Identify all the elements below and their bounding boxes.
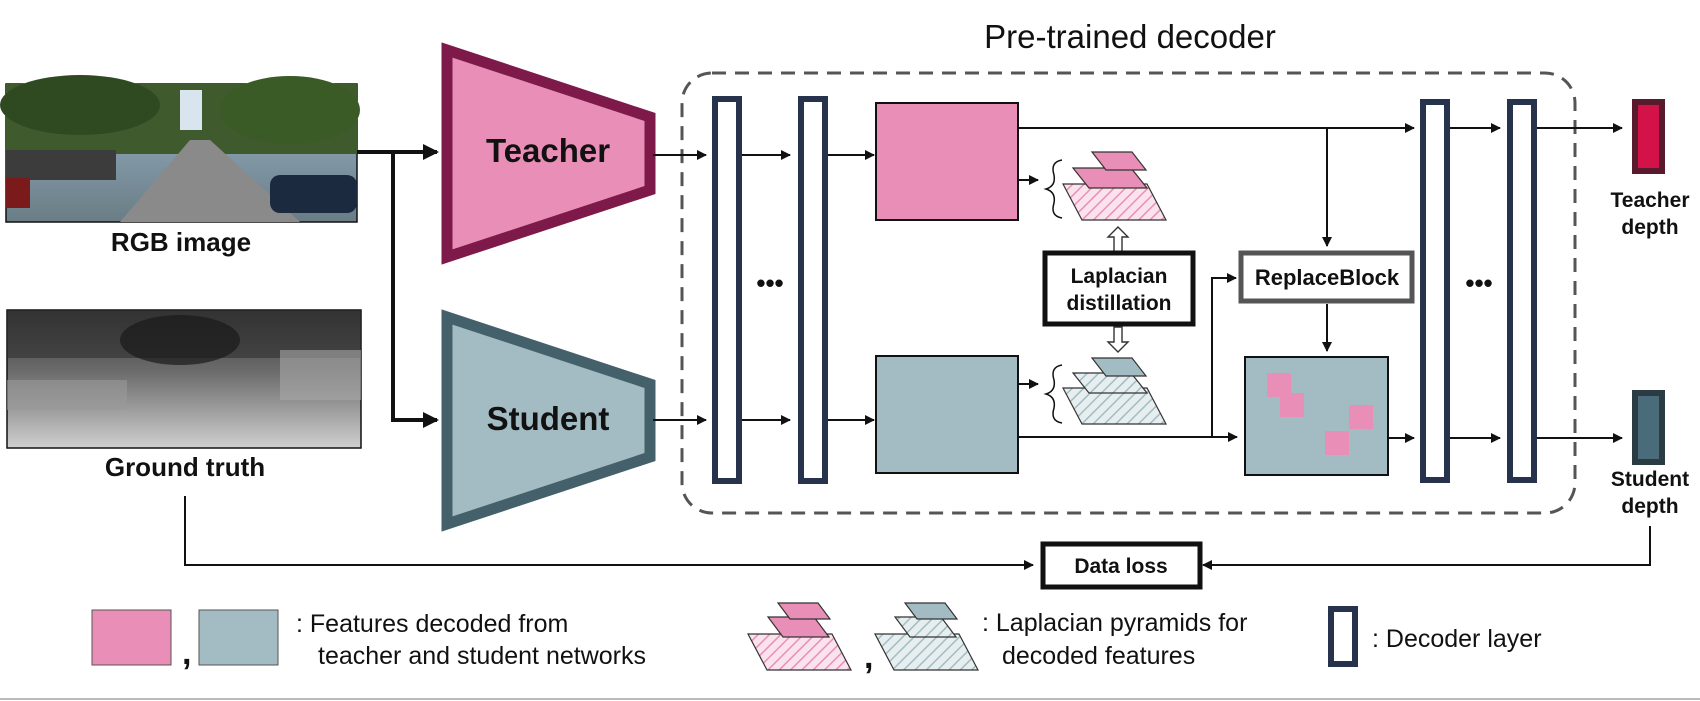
rgb-image — [0, 75, 360, 223]
teacher-laplacian-pyramid — [1062, 151, 1167, 221]
legend-teacher-feature-swatch — [91, 609, 172, 666]
teacher-decoded-feature — [875, 102, 1019, 221]
legend-pyramids-text-1: : Laplacian pyramids for — [982, 609, 1247, 637]
teacher-encoder — [441, 42, 656, 265]
diagram-title: Pre-trained decoder — [984, 18, 1276, 55]
legend-student-pyramid — [874, 602, 979, 671]
replace-block — [1238, 250, 1415, 304]
decoder-layer-1 — [712, 96, 742, 484]
student-encoder-label: Student — [487, 400, 610, 437]
teacher-depth-label-1: Teacher — [1611, 189, 1690, 212]
ellipsis-left: ••• — [756, 268, 783, 298]
legend-comma-1: , — [182, 634, 191, 672]
legend-comma-2: , — [864, 638, 873, 676]
decoder-layer-4 — [1507, 99, 1537, 483]
legend-teacher-pyramid — [747, 602, 852, 671]
student-depth-label-2: depth — [1621, 495, 1678, 518]
student-depth-label-1: Student — [1611, 468, 1689, 491]
legend-decoder-layer-swatch — [1328, 606, 1358, 667]
student-pyramid-brace — [1043, 364, 1063, 424]
legend-decoder-layer-text: : Decoder layer — [1372, 625, 1542, 653]
ground-truth-label: Ground truth — [105, 452, 265, 482]
legend-features-text-2: teacher and student networks — [318, 642, 646, 670]
teacher-encoder-label: Teacher — [486, 132, 610, 169]
laplacian-distillation-label-1: Laplacian — [1071, 265, 1168, 288]
decoder-layer-arrows-left — [742, 150, 875, 425]
mixed-feature-map — [1244, 356, 1389, 476]
teacher-pyramid-brace — [1043, 159, 1063, 219]
ground-truth-image — [6, 309, 362, 449]
student-encoder — [441, 309, 656, 532]
data-loss-block — [1040, 541, 1203, 590]
decoder-layer-2 — [798, 96, 828, 484]
encoder-to-decoder-arrows — [653, 150, 707, 425]
legend-features-text-1: : Features decoded from — [296, 610, 568, 638]
data-loss-arrows — [184, 496, 1651, 570]
decoder-region — [680, 71, 1577, 515]
ellipsis-right: ••• — [1465, 268, 1492, 298]
input-arrows — [357, 144, 439, 428]
decoder-layer-arrows-right — [1450, 123, 1623, 443]
teacher-feature-path — [1018, 123, 1415, 247]
replace-block-label: ReplaceBlock — [1255, 265, 1400, 290]
data-loss-label: Data loss — [1074, 555, 1167, 578]
student-feature-path — [1018, 273, 1238, 442]
legend-student-feature-swatch — [198, 609, 279, 666]
student-decoded-feature — [875, 355, 1019, 474]
legend-pyramids-text-2: decoded features — [1002, 642, 1195, 670]
rgb-image-label: RGB image — [111, 227, 251, 257]
decoder-layer-3 — [1420, 99, 1450, 483]
laplacian-distillation-block — [1042, 250, 1196, 327]
feature-to-pyramid-arrows — [1018, 175, 1039, 389]
student-depth-output — [1632, 390, 1665, 465]
student-laplacian-pyramid — [1062, 357, 1167, 425]
teacher-depth-output — [1632, 99, 1665, 174]
laplacian-distillation-label-2: distillation — [1067, 292, 1172, 315]
teacher-depth-label-2: depth — [1621, 216, 1678, 239]
